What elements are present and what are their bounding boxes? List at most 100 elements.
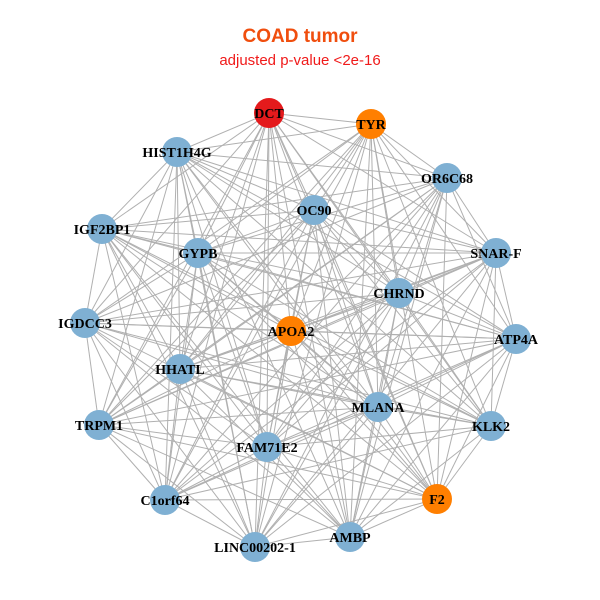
edge-HIST1H4G-IGDCC3 bbox=[84, 151, 178, 324]
node-circle[interactable] bbox=[501, 324, 531, 354]
node-TRPM1[interactable]: TRPM1 bbox=[75, 410, 123, 440]
node-circle[interactable] bbox=[384, 278, 414, 308]
node-circle[interactable] bbox=[87, 214, 117, 244]
node-SNAR-F[interactable]: SNAR-F bbox=[470, 238, 522, 268]
edge-TYR-OR6C68 bbox=[370, 123, 448, 179]
edge-OR6C68-IGF2BP1 bbox=[101, 177, 448, 230]
edge-OR6C68-APOA2 bbox=[290, 177, 448, 332]
node-AMBP[interactable]: AMBP bbox=[329, 522, 371, 552]
node-circle[interactable] bbox=[299, 195, 329, 225]
node-label: IGDCC3 bbox=[58, 317, 112, 332]
edge-CHRND-LINC00202-1 bbox=[254, 292, 400, 548]
node-label: OC90 bbox=[297, 204, 332, 219]
node-circle[interactable] bbox=[70, 308, 100, 338]
node-label: HHATL bbox=[155, 363, 205, 378]
edge-DCT-HIST1H4G bbox=[176, 112, 270, 153]
edge-GYPB-ATP4A bbox=[197, 252, 517, 340]
edge-HIST1H4G-TRPM1 bbox=[98, 151, 178, 426]
node-GYPB[interactable]: GYPB bbox=[179, 238, 218, 268]
node-F2[interactable]: F2 bbox=[422, 484, 452, 514]
edge-ATP4A-FAM71E2 bbox=[266, 338, 517, 448]
node-circle[interactable] bbox=[84, 410, 114, 440]
node-CHRND[interactable]: CHRND bbox=[373, 278, 425, 308]
edge-IGDCC3-MLANA bbox=[84, 322, 379, 408]
edge-CHRND-TRPM1 bbox=[98, 292, 400, 426]
node-circle[interactable] bbox=[240, 532, 270, 562]
edge-OR6C68-FAM71E2 bbox=[266, 177, 448, 448]
edge-AMBP-LINC00202-1 bbox=[254, 536, 351, 548]
node-DCT[interactable]: DCT bbox=[254, 98, 284, 128]
node-HIST1H4G[interactable]: HIST1H4G bbox=[142, 137, 212, 167]
node-OC90[interactable]: OC90 bbox=[297, 195, 332, 225]
edge-MLANA-FAM71E2 bbox=[266, 406, 379, 448]
edge-OC90-ATP4A bbox=[313, 209, 517, 340]
edge-ATP4A-TRPM1 bbox=[98, 338, 517, 426]
node-circle[interactable] bbox=[254, 98, 284, 128]
node-OR6C68[interactable]: OR6C68 bbox=[421, 163, 473, 193]
edge-APOA2-TRPM1 bbox=[98, 330, 292, 426]
edge-OC90-AMBP bbox=[313, 209, 351, 538]
edge-TRPM1-FAM71E2 bbox=[98, 424, 268, 448]
node-LINC00202-1[interactable]: LINC00202-1 bbox=[214, 532, 296, 562]
edge-MLANA-F2 bbox=[377, 406, 438, 500]
edge-MLANA-KLK2 bbox=[377, 406, 492, 427]
edge-IGF2BP1-LINC00202-1 bbox=[101, 228, 256, 548]
node-circle[interactable] bbox=[422, 484, 452, 514]
node-MLANA[interactable]: MLANA bbox=[352, 392, 406, 422]
edge-CHRND-ATP4A bbox=[398, 292, 517, 340]
node-C1orf64[interactable]: C1orf64 bbox=[141, 485, 190, 515]
edge-layer bbox=[84, 112, 517, 548]
edge-MLANA-TRPM1 bbox=[98, 406, 379, 426]
node-IGF2BP1[interactable]: IGF2BP1 bbox=[74, 214, 131, 244]
edge-IGF2BP1-APOA2 bbox=[101, 228, 292, 332]
edge-KLK2-C1orf64 bbox=[164, 425, 492, 501]
node-IGDCC3[interactable]: IGDCC3 bbox=[58, 308, 112, 338]
edge-TYR-HIST1H4G bbox=[176, 123, 372, 153]
edge-APOA2-FAM71E2 bbox=[266, 330, 292, 448]
edge-SNAR-F-HHATL bbox=[179, 252, 497, 370]
edge-CHRND-FAM71E2 bbox=[266, 292, 400, 448]
node-FAM71E2[interactable]: FAM71E2 bbox=[236, 432, 298, 462]
node-circle[interactable] bbox=[363, 392, 393, 422]
edge-IGF2BP1-IGDCC3 bbox=[84, 228, 103, 324]
edge-HHATL-KLK2 bbox=[179, 368, 492, 427]
node-circle[interactable] bbox=[356, 109, 386, 139]
node-circle[interactable] bbox=[481, 238, 511, 268]
node-HHATL[interactable]: HHATL bbox=[155, 354, 205, 384]
edge-ATP4A-F2 bbox=[436, 338, 517, 500]
node-APOA2[interactable]: APOA2 bbox=[268, 316, 315, 346]
edge-KLK2-AMBP bbox=[349, 425, 492, 538]
edge-IGF2BP1-F2 bbox=[101, 228, 438, 500]
node-circle[interactable] bbox=[432, 163, 462, 193]
edge-TYR-SNAR-F bbox=[370, 123, 497, 254]
node-circle[interactable] bbox=[150, 485, 180, 515]
node-circle[interactable] bbox=[476, 411, 506, 441]
edge-OR6C68-F2 bbox=[436, 177, 448, 500]
node-circle[interactable] bbox=[276, 316, 306, 346]
node-circle[interactable] bbox=[165, 354, 195, 384]
node-ATP4A[interactable]: ATP4A bbox=[494, 324, 539, 354]
edge-HIST1H4G-IGF2BP1 bbox=[101, 151, 178, 230]
edge-GYPB-KLK2 bbox=[197, 252, 492, 427]
edge-SNAR-F-F2 bbox=[436, 252, 497, 500]
edge-TRPM1-LINC00202-1 bbox=[98, 424, 256, 548]
edge-APOA2-KLK2 bbox=[290, 330, 492, 427]
edge-OC90-GYPB bbox=[197, 209, 315, 254]
edge-F2-AMBP bbox=[349, 498, 438, 538]
edge-IGF2BP1-CHRND bbox=[101, 228, 400, 294]
edge-HHATL-F2 bbox=[179, 368, 438, 500]
node-circle[interactable] bbox=[162, 137, 192, 167]
edge-SNAR-F-KLK2 bbox=[490, 252, 497, 427]
edge-SNAR-F-IGDCC3 bbox=[84, 252, 497, 324]
node-TYR[interactable]: TYR bbox=[356, 109, 387, 139]
edge-OC90-KLK2 bbox=[313, 209, 492, 427]
edge-FAM71E2-C1orf64 bbox=[164, 446, 268, 501]
edge-C1orf64-F2 bbox=[164, 498, 438, 501]
edge-C1orf64-LINC00202-1 bbox=[164, 499, 256, 548]
node-KLK2[interactable]: KLK2 bbox=[472, 411, 510, 441]
node-circle[interactable] bbox=[335, 522, 365, 552]
node-circle[interactable] bbox=[183, 238, 213, 268]
node-circle[interactable] bbox=[252, 432, 282, 462]
